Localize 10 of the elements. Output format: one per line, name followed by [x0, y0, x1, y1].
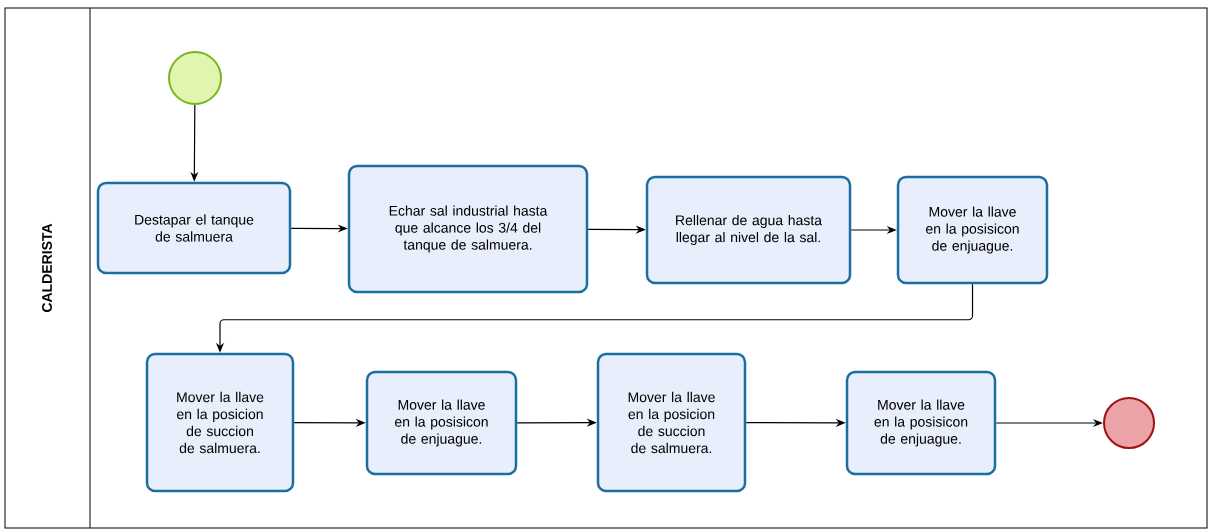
task-box: Rellenar de agua hasta llegar al nivel de la sal. — [645, 175, 852, 285]
task-box: Destapar el tanque de salmuera — [96, 181, 292, 275]
start-event-circle — [168, 51, 222, 105]
task-box: Mover la llave en la posisicon de enjuague. — [896, 175, 1049, 285]
task-box: Mover la llave en la posisicon de enjuague. — [365, 370, 518, 476]
end-event-circle — [1103, 397, 1155, 449]
task-box: Mover la llave en la posicion de succion de salmuera. — [596, 352, 747, 493]
task-box: Echar sal industrial hasta que alcance los 3/4 del tanque de salmuera. — [347, 164, 589, 294]
task-box: Mover la llave en la posisicon de enjuague. — [845, 370, 997, 476]
task-box: Mover la llave en la posicion de succion de salmuera. — [145, 352, 295, 493]
